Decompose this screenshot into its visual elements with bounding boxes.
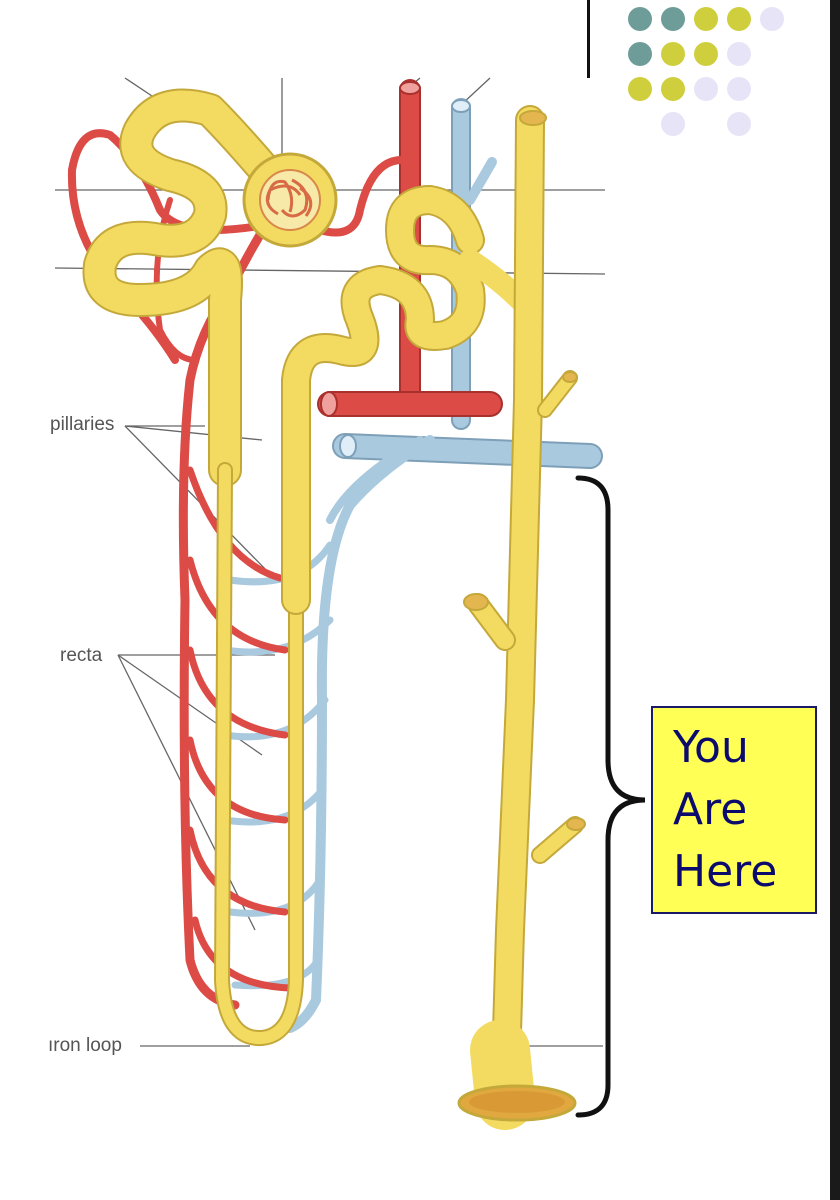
decorative-dot	[661, 112, 685, 136]
decorative-dot	[727, 77, 751, 101]
label-capillaries: pillaries	[50, 414, 115, 435]
curly-brace	[575, 475, 646, 1118]
you-are-here-callout: You Are Here	[651, 706, 817, 914]
decorative-dot	[661, 42, 685, 66]
collecting-duct	[457, 105, 586, 1130]
callout-line-1: You	[673, 722, 749, 773]
glomerulus	[242, 152, 338, 248]
decorative-dot	[694, 7, 718, 31]
decorative-dot	[727, 112, 751, 136]
decorative-dot	[694, 77, 718, 101]
label-nephron-loop: ıron loop	[48, 1035, 122, 1056]
decorative-dot-grid	[628, 7, 784, 136]
callout-line-2: Are	[673, 784, 748, 835]
tubules	[82, 88, 531, 1046]
decorative-dot	[628, 77, 652, 101]
decorative-dot	[628, 7, 652, 31]
decorative-dot	[727, 7, 751, 31]
label-vasa-recta: recta	[60, 645, 103, 666]
decorative-dot	[661, 77, 685, 101]
top-divider	[587, 0, 590, 78]
decorative-dot	[760, 7, 784, 31]
decorative-dot	[694, 42, 718, 66]
right-edge-bar	[830, 0, 840, 1200]
decorative-dot	[727, 42, 751, 66]
decorative-dot	[661, 7, 685, 31]
callout-line-3: Here	[673, 846, 778, 897]
decorative-dot	[628, 42, 652, 66]
